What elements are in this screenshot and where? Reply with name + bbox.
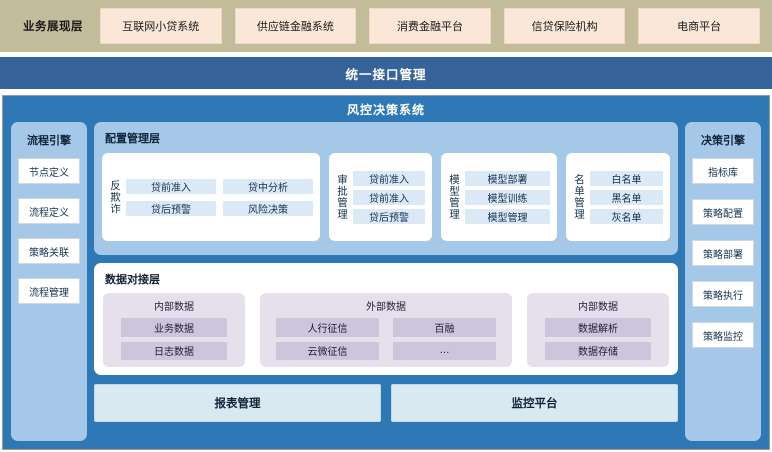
process-engine-panel: 流程引擎 节点定义 流程定义 策略关联 流程管理 [11, 122, 87, 441]
data-layer-title: 数据对接层 [105, 273, 160, 286]
data-group-internal: 内部数据 业务数据 日志数据 [103, 293, 245, 367]
data-item[interactable]: 百融 [393, 318, 496, 337]
process-engine-title: 流程引擎 [27, 134, 71, 147]
decision-engine-item[interactable]: 指标库 [692, 158, 754, 184]
system-body: 流程引擎 节点定义 流程定义 策略关联 流程管理 配置管理层 反欺诈 贷前准入 [3, 122, 769, 449]
data-group-title: 内部数据 [578, 302, 618, 313]
config-group-label: 模型管理 [448, 174, 461, 220]
config-item[interactable]: 灰名单 [590, 208, 663, 224]
config-item[interactable]: 模型管理 [465, 208, 550, 224]
config-group-model: 模型管理 模型部署 模型训练 模型管理 [441, 153, 557, 241]
process-engine-item[interactable]: 流程管理 [18, 278, 80, 304]
decision-engine-item[interactable]: 策略执行 [692, 281, 754, 307]
config-item[interactable]: 贷后预警 [353, 208, 425, 224]
unified-interface-label: 统一接口管理 [345, 66, 427, 82]
business-system-box[interactable]: 互联网小贷系统 [100, 8, 222, 44]
config-group-approval: 审批管理 贷前准入 贷前准入 贷后预警 [329, 153, 432, 241]
business-system-box[interactable]: 信贷保险机构 [503, 8, 626, 44]
spacer [0, 52, 772, 57]
config-group-list: 名单管理 白名单 黑名单 灰名单 [566, 153, 670, 241]
config-item[interactable]: 贷中分析 [223, 178, 313, 194]
spacer [0, 89, 772, 95]
decision-engine-item[interactable]: 策略监控 [692, 322, 754, 348]
data-group-storage: 内部数据 数据解析 数据存储 [527, 293, 669, 367]
config-item[interactable]: 模型部署 [465, 170, 550, 186]
config-group-label: 名单管理 [573, 174, 586, 220]
monitor-platform-box[interactable]: 监控平台 [391, 384, 678, 422]
data-item[interactable]: 云微征信 [276, 341, 379, 360]
config-group-label: 反欺诈 [109, 179, 122, 215]
business-system-box[interactable]: 供应链金融系统 [234, 8, 357, 44]
config-layer-panel: 配置管理层 反欺诈 贷前准入 贷中分析 贷后预警 风险决策 [94, 122, 678, 255]
config-layer-title: 配置管理层 [105, 132, 160, 145]
business-layer-bar: 业务展现层 互联网小贷系统 供应链金融系统 消费金融平台 信贷保险机构 电商平台 [0, 0, 772, 52]
config-group-items: 模型部署 模型训练 模型管理 [465, 170, 550, 224]
data-item[interactable]: 数据存储 [545, 341, 651, 360]
report-management-box[interactable]: 报表管理 [94, 384, 381, 422]
decision-engine-item[interactable]: 策略部署 [692, 240, 754, 266]
config-groups-row: 反欺诈 贷前准入 贷中分析 贷后预警 风险决策 审批管理 贷前准入 [102, 153, 670, 241]
process-engine-item[interactable]: 流程定义 [18, 198, 80, 224]
config-item[interactable]: 黑名单 [590, 189, 663, 205]
data-group-title: 外部数据 [366, 302, 406, 313]
config-group-items: 贷前准入 贷前准入 贷后预警 [353, 170, 425, 224]
unified-interface-bar: 统一接口管理 [0, 57, 772, 89]
config-item[interactable]: 贷前准入 [126, 178, 216, 194]
center-column: 配置管理层 反欺诈 贷前准入 贷中分析 贷后预警 风险决策 [87, 122, 685, 441]
config-item[interactable]: 白名单 [590, 170, 663, 186]
config-item[interactable]: 贷前准入 [353, 189, 425, 205]
bottom-row: 报表管理 监控平台 [94, 384, 678, 422]
process-engine-item[interactable]: 策略关联 [18, 238, 80, 264]
business-systems-list: 互联网小贷系统 供应链金融系统 消费金融平台 信贷保险机构 电商平台 [94, 8, 760, 44]
config-item[interactable]: 贷前准入 [353, 170, 425, 186]
decision-engine-panel: 决策引擎 指标库 策略配置 策略部署 策略执行 策略监控 [685, 122, 761, 441]
decision-engine-item[interactable]: 策略配置 [692, 199, 754, 225]
data-layer-panel: 数据对接层 内部数据 业务数据 日志数据 外部数据 人 [94, 263, 678, 375]
data-groups-row: 内部数据 业务数据 日志数据 外部数据 人行征信 百融 云微征信 [103, 293, 669, 367]
config-group-label: 审批管理 [336, 174, 349, 220]
decision-engine-title: 决策引擎 [701, 134, 745, 147]
data-group-external: 外部数据 人行征信 百融 云微征信 ... [260, 293, 512, 367]
data-group-items: 人行征信 百融 云微征信 ... [268, 318, 504, 360]
business-layer-title: 业务展现层 [23, 19, 83, 33]
process-engine-item[interactable]: 节点定义 [18, 158, 80, 184]
config-item[interactable]: 模型训练 [465, 189, 550, 205]
config-group-antifraud: 反欺诈 贷前准入 贷中分析 贷后预警 风险决策 [102, 153, 320, 241]
config-group-items: 白名单 黑名单 灰名单 [590, 170, 663, 224]
data-item[interactable]: ... [393, 341, 496, 360]
business-system-box[interactable]: 消费金融平台 [369, 8, 491, 44]
data-group-items: 业务数据 日志数据 [111, 318, 237, 360]
data-group-title: 内部数据 [154, 302, 194, 313]
data-item[interactable]: 人行征信 [276, 318, 379, 337]
config-item[interactable]: 贷后预警 [126, 200, 216, 216]
risk-decision-system-frame: 风控决策系统 流程引擎 节点定义 流程定义 策略关联 流程管理 配置管理层 反欺… [2, 95, 770, 450]
config-item[interactable]: 风险决策 [223, 200, 313, 216]
data-item[interactable]: 业务数据 [121, 318, 227, 337]
data-item[interactable]: 日志数据 [121, 341, 227, 360]
business-system-box[interactable]: 电商平台 [638, 8, 760, 44]
system-title: 风控决策系统 [346, 102, 425, 117]
data-item[interactable]: 数据解析 [545, 318, 651, 337]
data-group-items: 数据解析 数据存储 [535, 318, 661, 360]
config-group-items: 贷前准入 贷中分析 贷后预警 风险决策 [126, 178, 313, 216]
